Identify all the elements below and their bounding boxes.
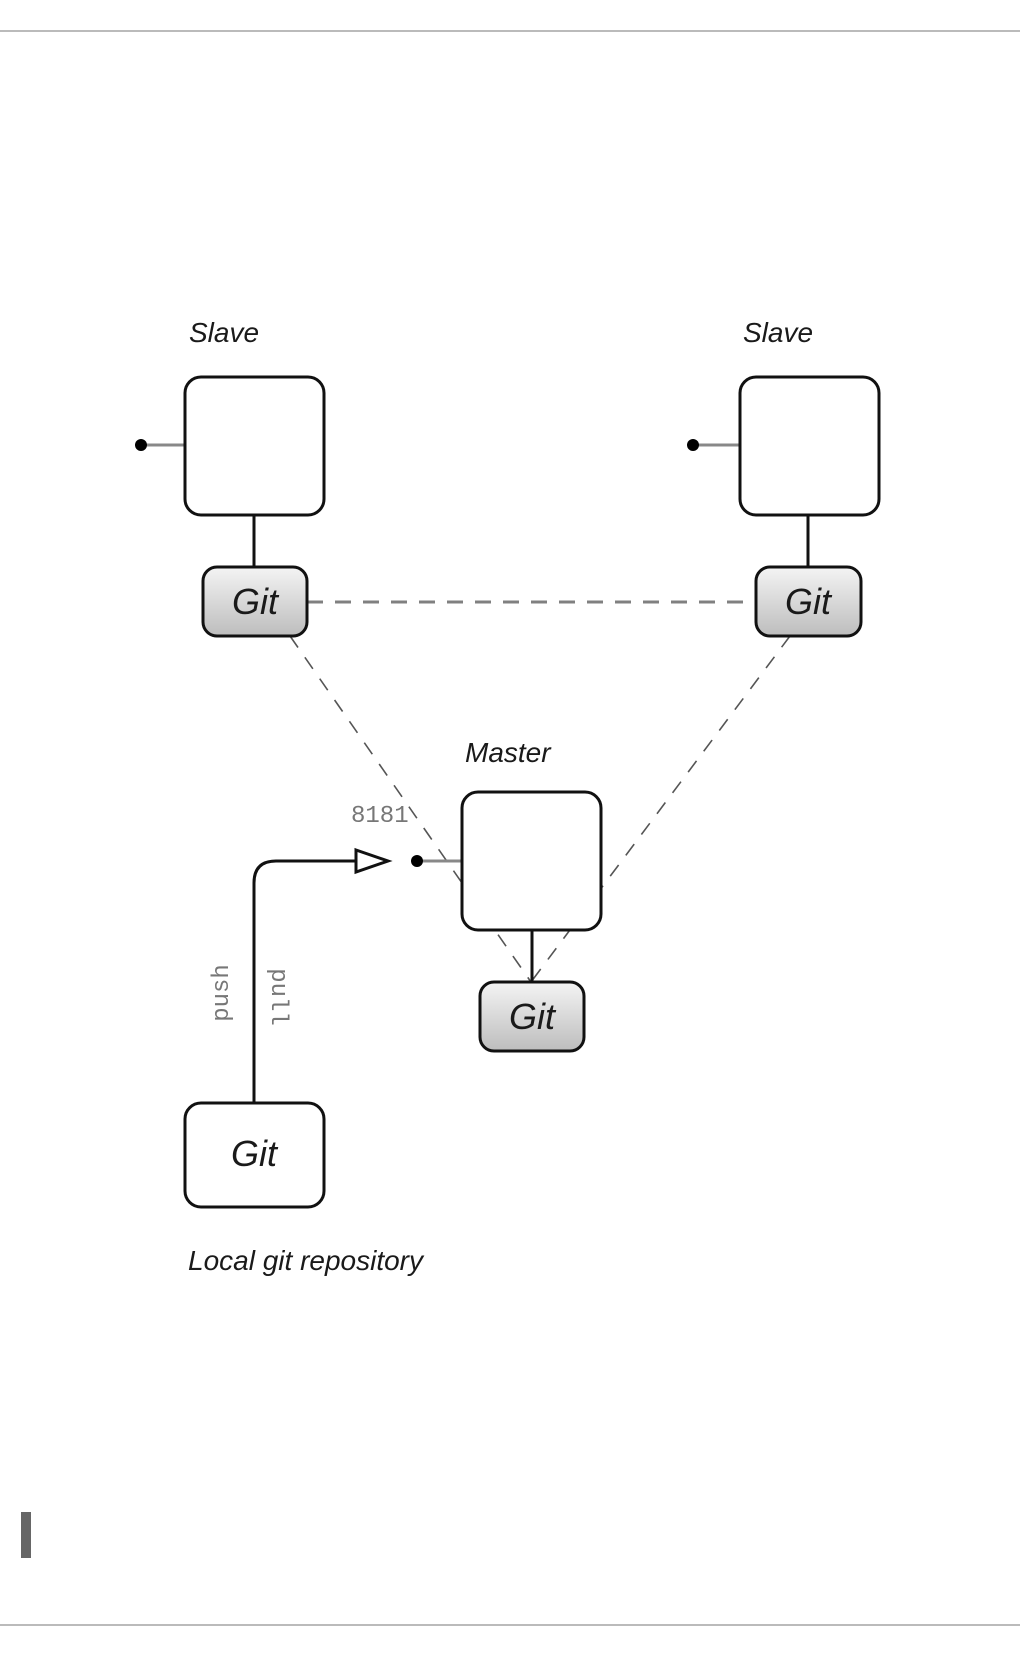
side-marker-bar xyxy=(21,1512,31,1558)
local-git-repo xyxy=(183,1101,326,1209)
slave-left-node xyxy=(183,375,326,517)
push-label: push xyxy=(209,964,236,1022)
slave-right-git-repo xyxy=(754,565,863,638)
bottom-rule xyxy=(0,1624,1020,1626)
pull-label: pull xyxy=(264,968,291,1026)
slave-right-label: Slave xyxy=(743,317,813,348)
master-git-repo xyxy=(478,980,586,1053)
master-git-label: Git xyxy=(509,996,557,1037)
slave-right-port-dot xyxy=(687,439,699,451)
master-node xyxy=(460,790,603,932)
slave-right-git-label: Git xyxy=(785,581,833,622)
push-pull-connector xyxy=(252,859,356,1103)
top-rule xyxy=(0,30,1020,32)
master-port-dot xyxy=(411,855,423,867)
local-repo-caption: Local git repository xyxy=(188,1245,425,1276)
slave-left-git-repo xyxy=(201,565,309,638)
master-port-label: 8181 xyxy=(351,803,409,830)
slave-left-port-dot xyxy=(135,439,147,451)
master-label: Master xyxy=(465,737,552,768)
slave-left-git-label: Git xyxy=(232,581,280,622)
link-slave-right-master xyxy=(530,635,791,983)
local-git-label: Git xyxy=(231,1133,279,1174)
arrowhead-icon xyxy=(354,847,393,875)
slave-left-label: Slave xyxy=(189,317,259,348)
slave-right-node xyxy=(738,375,881,517)
